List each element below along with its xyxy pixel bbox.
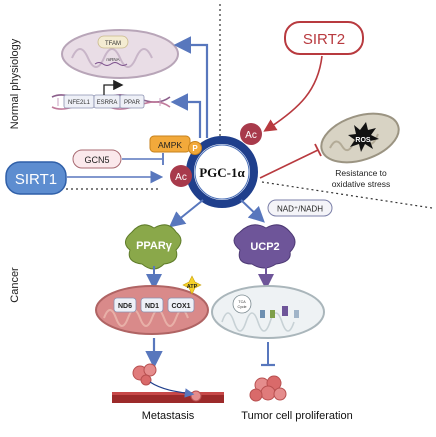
sirt1-label: SIRT1 (15, 171, 57, 188)
esrra-label: ESRRA (97, 100, 118, 106)
arrow-to-tfam (173, 36, 209, 138)
cancer-mitochondrion-left: ND6 ND1 COX1 ATP (95, 275, 209, 335)
acetyl-marker-top: Ac (240, 123, 262, 145)
nad-node: NAD⁺/NADH (267, 199, 333, 217)
mrna-label: mRNA (106, 57, 119, 62)
resistance-label-line1: Resistance to (335, 168, 387, 178)
acetyl-marker-left: Ac (170, 165, 192, 187)
pgc1a-label: PGC-1α (199, 165, 245, 180)
mitochondrion-tfam: TFAM mRNA (61, 29, 179, 79)
sirt2-node: SIRT2 (284, 21, 364, 55)
section-divider-right (261, 181, 433, 209)
metastasis-label: Metastasis (142, 410, 195, 422)
inhibit-ros-line (259, 149, 319, 179)
gcn5-label: GCN5 (84, 155, 109, 165)
acetyl-label-top: Ac (245, 130, 257, 141)
ros-mitochondrion: ROS (320, 112, 400, 164)
nd6-label: ND6 (118, 303, 132, 310)
proliferation-label: Tumor cell proliferation (241, 410, 352, 422)
ampk-label: AMPK (158, 140, 182, 150)
arrow-to-ucp2 (240, 199, 265, 223)
tca-label-2: Cycle (238, 305, 247, 309)
arrow-to-dna (170, 93, 202, 138)
pparg-node: PPARγ (125, 224, 182, 270)
acetyl-label-left: Ac (175, 172, 187, 183)
tca-label: TCA (238, 300, 246, 304)
gcn5-node: GCN5 (72, 149, 122, 169)
cox1-label: COX1 (171, 303, 190, 310)
cancer-mitochondrion-right: TCA Cycle (211, 285, 325, 339)
atp-label: ATP (187, 284, 198, 290)
nad-label: NAD⁺/NADH (277, 205, 323, 214)
nd1-label: ND1 (145, 303, 159, 310)
ucp2-label: UCP2 (250, 241, 279, 253)
resistance-label-line2: oxidative stress (332, 179, 391, 189)
sirt1-node: SIRT1 (5, 161, 67, 195)
ros-label: ROS (355, 137, 371, 144)
metastasis-illustration (112, 363, 224, 403)
section-label-normal: Normal physiology (9, 38, 21, 129)
inhibit-ros-bar (314, 143, 322, 157)
section-label-cancer: Cancer (9, 267, 21, 303)
transcription-start-arrow (103, 79, 124, 95)
phospho-marker: P (188, 141, 202, 155)
dna-strand: NFE2L1 ESRRA PPAR (51, 79, 171, 110)
tfam-label: TFAM (105, 41, 121, 47)
nfe2l1-label: NFE2L1 (68, 100, 91, 106)
sirt2-label: SIRT2 (303, 31, 345, 48)
arrow-to-pparg (168, 199, 204, 228)
tumor-cluster (249, 375, 287, 402)
pparg-label: PPARγ (136, 240, 173, 252)
phospho-label: P (192, 144, 198, 153)
arrow-sirt2-to-ac (263, 55, 323, 132)
ampk-node: AMPK (149, 135, 191, 153)
ppar-label: PPAR (124, 100, 141, 106)
ucp2-node: UCP2 (233, 224, 296, 269)
